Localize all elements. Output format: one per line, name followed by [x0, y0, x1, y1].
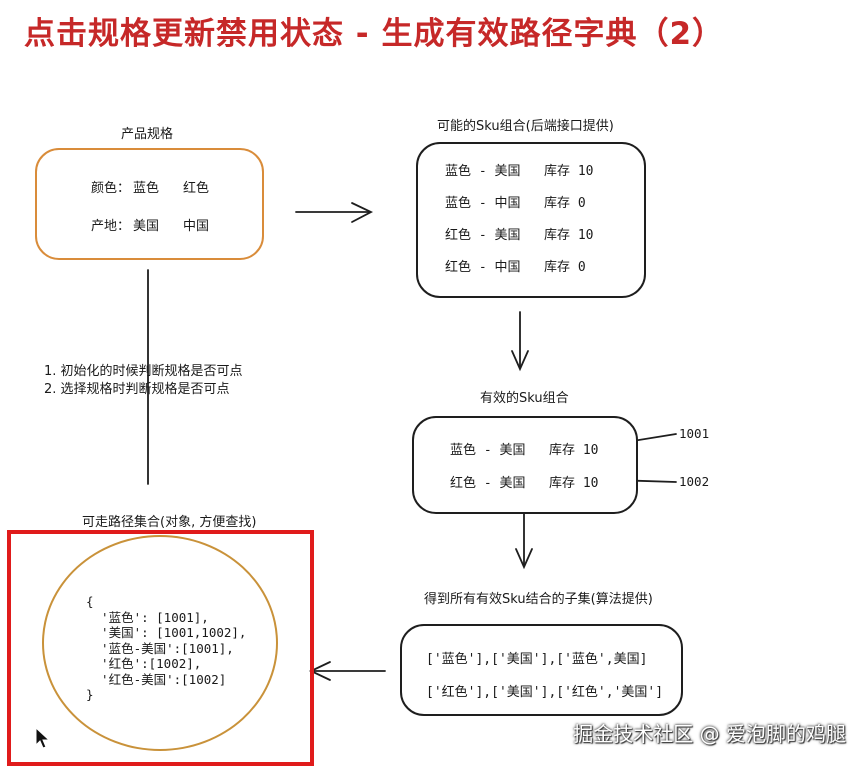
sku-row-spec: 红色 - 中国 — [445, 260, 521, 275]
sku-row-stock: 库存 10 — [544, 164, 594, 179]
sku-row-stock: 库存 0 — [544, 260, 586, 275]
paths-line: '美国': [1001,1002], — [86, 625, 247, 640]
sku-row-spec: 蓝色 - 中国 — [445, 196, 521, 211]
subsets-box: ['蓝色'],['美国'],['蓝色',美国] ['红色'],['美国'],['… — [400, 624, 683, 716]
spec-box: 颜色： 蓝色 红色 产地： 美国 中国 — [35, 148, 264, 260]
sku-id-label: 1002 — [679, 474, 710, 489]
paths-line: '红色':[1002], — [86, 656, 202, 671]
subsets-line: ['蓝色'],['美国'],['蓝色',美国] — [426, 652, 648, 667]
subsets-line: ['红色'],['美国'],['红色','美国'] — [426, 685, 664, 700]
sku-row-spec: 蓝色 - 美国 — [445, 164, 521, 179]
paths-ellipse — [42, 535, 278, 751]
spec-origin-cn: 中国 — [183, 219, 210, 234]
note-item: 1. 初始化的时候判断规格是否可点 — [44, 364, 243, 379]
sku-box: 蓝色 - 美国 库存 10 蓝色 - 中国 库存 0 红色 - 美国 库存 10… — [416, 142, 646, 298]
spec-color-name: 颜色： — [91, 181, 131, 196]
spec-origin-us: 美国 — [133, 219, 160, 234]
paths-line: } — [86, 687, 94, 702]
note-item: 2. 选择规格时判断规格是否可点 — [44, 382, 230, 397]
watermark: 掘金技术社区 @ 爱泡脚的鸡腿 — [573, 722, 846, 746]
valid-row-stock: 库存 10 — [549, 476, 599, 491]
sku-id-label: 1001 — [679, 426, 710, 441]
paths-line: '红色-美国':[1002] — [86, 671, 227, 687]
paths-heading: 可走路径集合(对象, 方便查找) — [82, 515, 257, 530]
valid-box: 蓝色 - 美国 库存 10 红色 - 美国 库存 10 — [412, 416, 638, 514]
paths-line: '蓝色': [1001], — [86, 609, 209, 625]
paths-code: { '蓝色': [1001], '美国': [1001,1002], '蓝色-美… — [86, 594, 276, 703]
highlight-frame — [7, 530, 314, 766]
valid-row-spec: 红色 - 美国 — [450, 476, 526, 491]
paths-line: '蓝色-美国':[1001], — [86, 640, 234, 656]
paths-line: { — [86, 594, 94, 609]
spec-origin-name: 产地： — [91, 219, 131, 234]
valid-heading: 有效的Sku组合 — [480, 391, 569, 406]
page-title: 点击规格更新禁用状态 - 生成有效路径字典（2） — [24, 16, 725, 52]
valid-row-stock: 库存 10 — [549, 443, 599, 458]
sku-row-spec: 红色 - 美国 — [445, 228, 521, 243]
sku-row-stock: 库存 0 — [544, 196, 586, 211]
valid-row-spec: 蓝色 - 美国 — [450, 443, 526, 458]
mouse-cursor-icon — [35, 727, 51, 749]
sku-row-stock: 库存 10 — [544, 228, 594, 243]
spec-color-red: 红色 — [183, 181, 210, 196]
spec-heading: 产品规格 — [121, 127, 174, 142]
subsets-heading: 得到所有有效Sku结合的子集(算法提供) — [424, 592, 653, 607]
sku-heading: 可能的Sku组合(后端接口提供) — [437, 119, 614, 134]
spec-color-blue: 蓝色 — [133, 181, 160, 196]
